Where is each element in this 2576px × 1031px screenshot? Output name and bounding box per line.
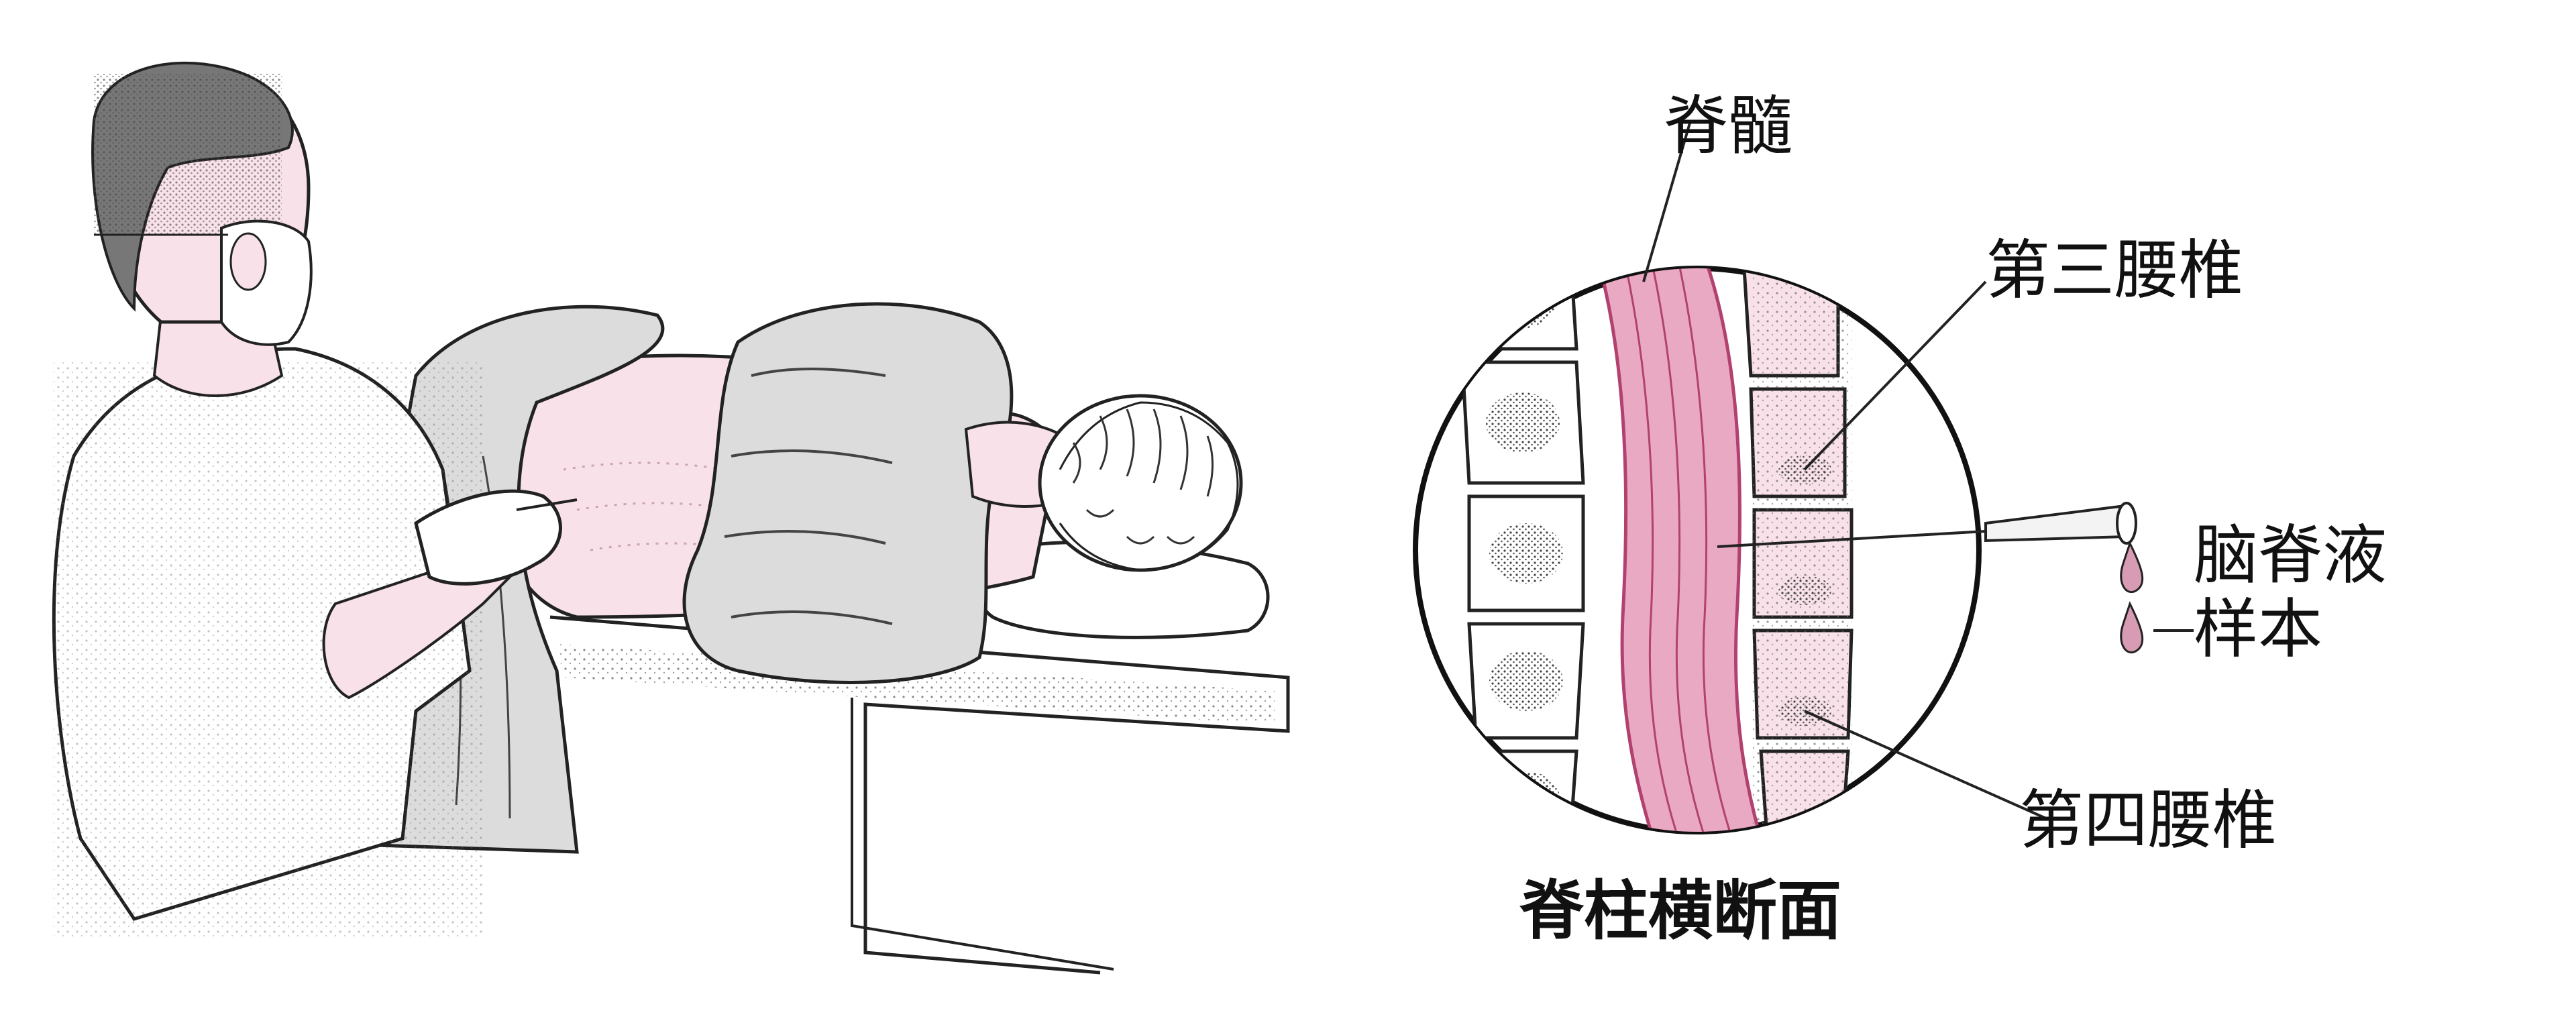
patient-head [1038,394,1243,572]
vertebral-bodies [1460,268,1585,832]
label-fourth-lumbar-vertebra: 第四腰椎 [2019,783,2277,858]
spinous-processes [1742,268,1854,832]
doctor-head [91,62,313,346]
label-spinal-cord: 脊髓 [1664,89,1792,164]
leader-lines [1642,120,2194,820]
label-csf-sample-line2: 样本 [2194,592,2322,667]
patient-and-doctor-scene [52,62,1290,975]
label-third-lumbar-vertebra: 第三腰椎 [1986,233,2243,308]
blanket-upper [682,302,1014,684]
spinal-needle [1717,502,2137,548]
label-spine-cross-section: 脊柱横断面 [1519,873,1841,948]
csf-drops [2120,541,2144,653]
label-csf-sample-line1: 脑脊液 [2194,518,2387,593]
surgical-mask [220,219,313,346]
spinal-cord [1594,268,1774,832]
gloved-hands [414,489,562,586]
